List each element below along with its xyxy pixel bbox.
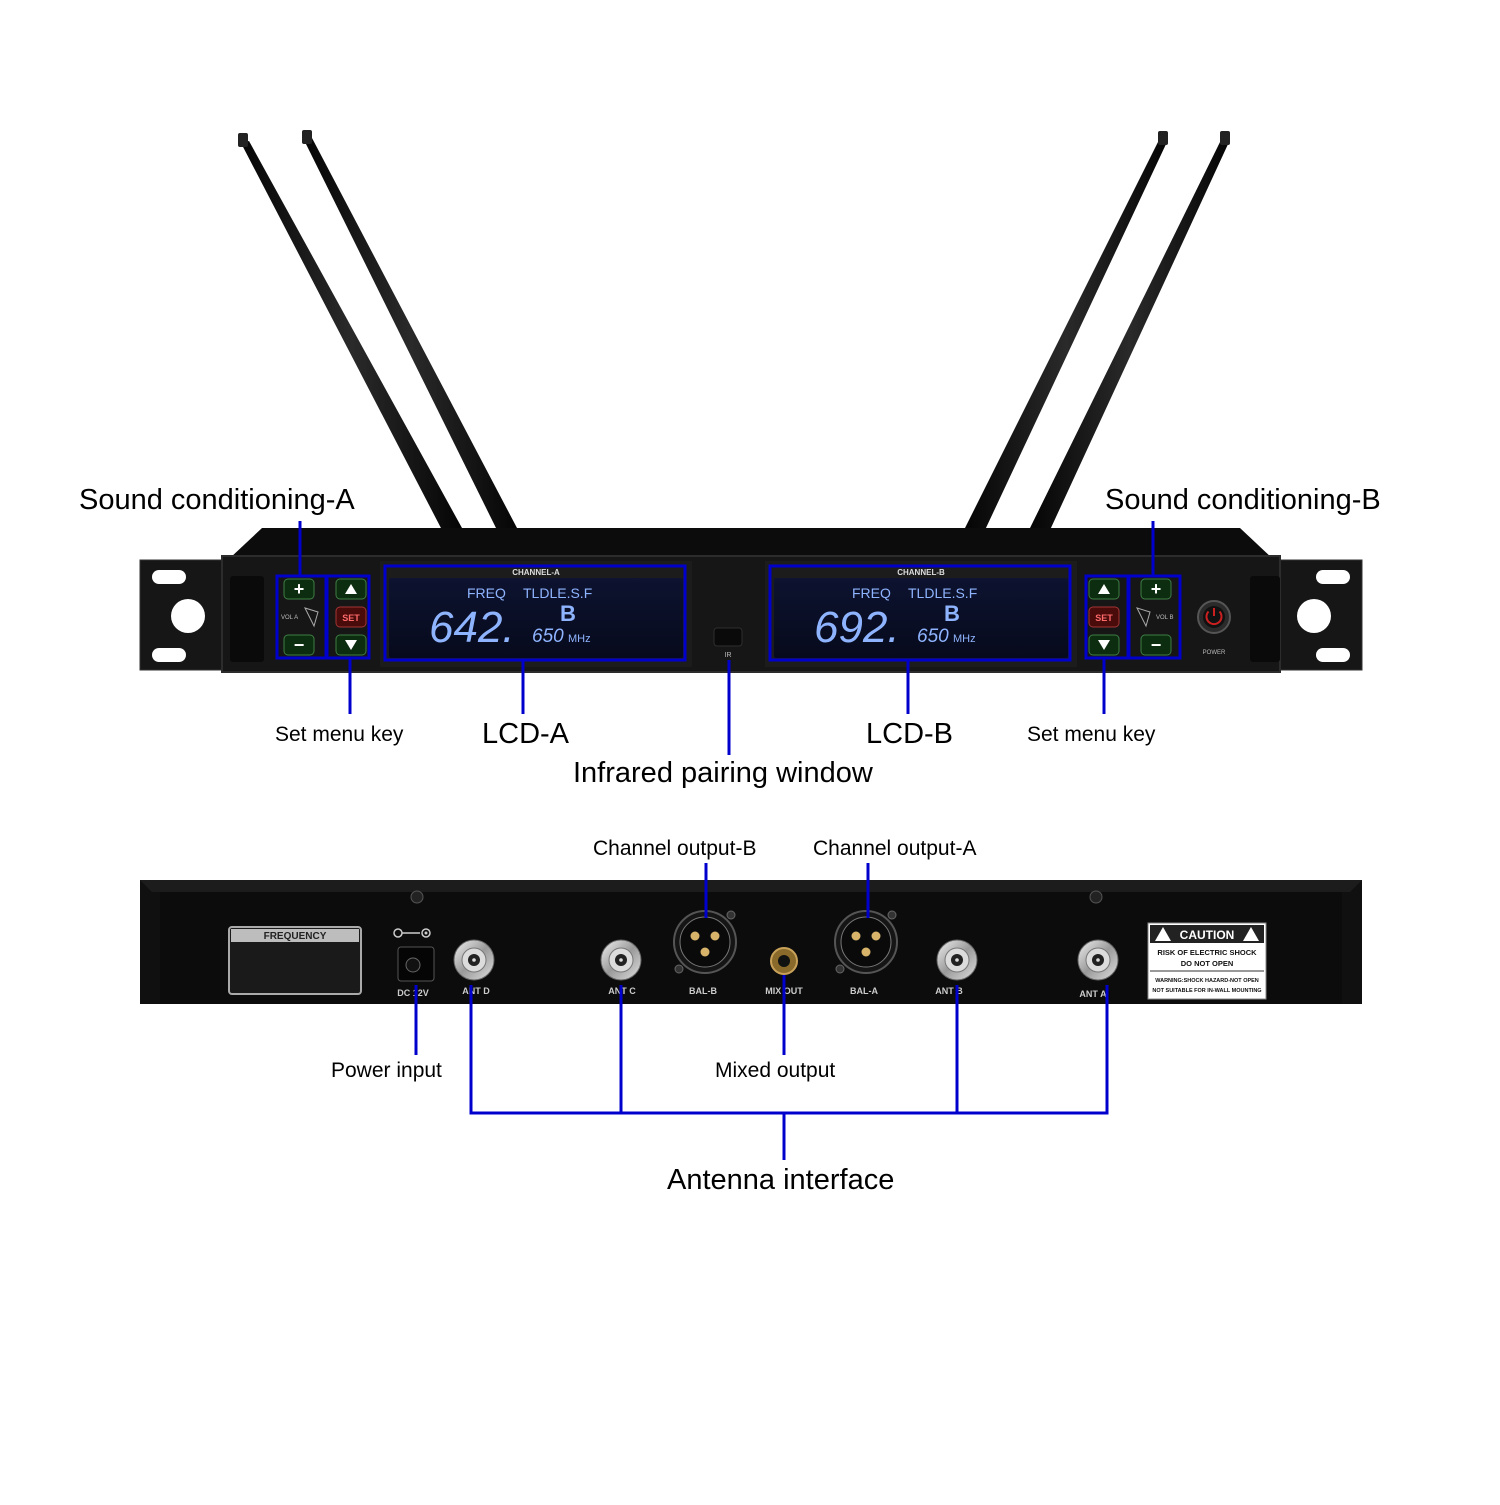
back-leader-lines [414,863,1109,1160]
callout-channel-output-b: Channel output-B [593,837,757,860]
lcd-a-unit: MHz [568,633,591,645]
antenna-right-2 [1030,140,1229,530]
minus-icon: − [1151,635,1162,655]
minus-icon: − [294,635,305,655]
antenna-left-2 [304,138,517,530]
callout-lcd-a: LCD-A [482,718,570,750]
lcd-b-frequency-main: 692. [814,603,900,652]
bal-b-label: BAL-B [689,986,717,996]
lcd-a-group: B [560,601,576,626]
down-arrow-icon [345,640,357,650]
callout-power-input: Power input [331,1059,442,1082]
tuner-icon [304,607,319,628]
lcd-b-frequency-decimal: 650 [917,626,949,647]
callout-set-menu-key-right: Set menu key [1027,723,1156,746]
port-ant-b: ANT B [935,939,978,996]
vol-a-plus-button[interactable] [283,578,315,600]
bal-a-label: BAL-A [850,986,878,996]
lcd-b: CHANNEL-B FREQ TLDLE.S.F B 692. 650 MHz [774,568,1068,658]
callout-sound-conditioning-a: Sound conditioning-A [79,484,355,516]
lcd-a-frequency-main: 642. [429,603,515,652]
power-icon [1205,610,1223,626]
plus-icon: + [294,579,305,599]
vol-a-buttons: + VOL A − [281,578,319,656]
callout-lcd-b: LCD-B [866,718,954,750]
caution-line-4: NOT SUITABLE FOR IN-WALL MOUNTING [1152,988,1261,994]
ir-label: IR [725,652,732,659]
warning-triangle-icon [1243,927,1259,941]
menu-a-set-button[interactable] [335,606,367,628]
caution-sticker: CAUTION RISK OF ELECTRIC SHOCK DO NOT OP… [1147,922,1267,1000]
antennas [238,130,1230,530]
lcd-a: CHANNEL-A FREQ TLDLE.S.F B 642. 650 MHz [389,568,683,658]
power-button[interactable]: POWER [1197,600,1231,656]
callout-set-menu-key-left: Set menu key [275,723,404,746]
vol-a-minus-button[interactable] [283,634,315,656]
lcd-a-status: TLDLE.S.F [523,585,592,601]
port-bal-a: BAL-A [834,910,898,996]
lcd-b-status: TLDLE.S.F [908,585,977,601]
set-a-label: SET [342,613,360,623]
lcd-b-group: B [944,601,960,626]
ir-window: IR [713,627,743,659]
callout-sound-conditioning-b: Sound conditioning-B [1105,484,1381,516]
callout-channel-output-a: Channel output-A [813,837,977,860]
lcd-a-frequency-decimal: 650 [532,626,564,647]
dc-label: DC 12V [397,988,429,998]
lcd-b-header: CHANNEL-B [897,568,945,577]
ant-b-label: ANT B [935,986,963,996]
plus-icon: + [1151,579,1162,599]
frequency-label: FREQUENCY [264,931,327,942]
port-ant-d: ANT D [453,939,495,996]
callout-infrared-window: Infrared pairing window [573,757,873,789]
up-arrow-icon [1098,584,1110,594]
caution-line-1: RISK OF ELECTRIC SHOCK [1157,948,1257,957]
warning-triangle-icon [1155,927,1171,941]
vol-b-plus-button[interactable] [1140,578,1172,600]
front-leader-lines [298,521,1155,755]
antenna-left-1 [241,141,462,530]
antenna-right-1 [965,140,1167,530]
vol-b-label: VOL B [1156,615,1173,621]
vol-b-minus-button[interactable] [1140,634,1172,656]
caution-title: CAUTION [1180,928,1235,942]
lcd-b-unit: MHz [953,633,976,645]
callout-mixed-output: Mixed output [715,1059,836,1082]
up-arrow-icon [345,584,357,594]
caution-line-2: DO NOT OPEN [1181,959,1234,968]
frequency-sticker: FREQUENCY [228,926,362,995]
caution-line-3: WARNING:SHOCK HAZARD-NOT OPEN [1155,978,1259,984]
callout-antenna-interface: Antenna interface [667,1164,895,1196]
set-b-label: SET [1095,613,1113,623]
ant-d-label: ANT D [462,986,490,996]
tuner-icon [1136,607,1151,628]
vol-b-buttons: + VOL B − [1136,578,1173,656]
menu-b-set-button[interactable] [1088,606,1120,628]
handle-left [230,576,264,662]
dc-input-jack: DC 12V [393,928,435,998]
port-ant-a: ANT A [1077,939,1119,999]
lcd-a-header: CHANNEL-A [512,568,560,577]
lcd-b-freq-label: FREQ [852,585,891,601]
vol-a-label: VOL A [281,615,298,621]
set-menu-a-buttons: SET [335,578,367,656]
port-bal-b: BAL-B [673,910,737,996]
power-label: POWER [1203,650,1226,656]
down-arrow-icon [1098,640,1110,650]
set-menu-b-buttons: SET [1088,578,1120,656]
handle-right [1250,576,1280,662]
ant-a-label: ANT A [1079,989,1107,999]
lcd-a-freq-label: FREQ [467,585,506,601]
